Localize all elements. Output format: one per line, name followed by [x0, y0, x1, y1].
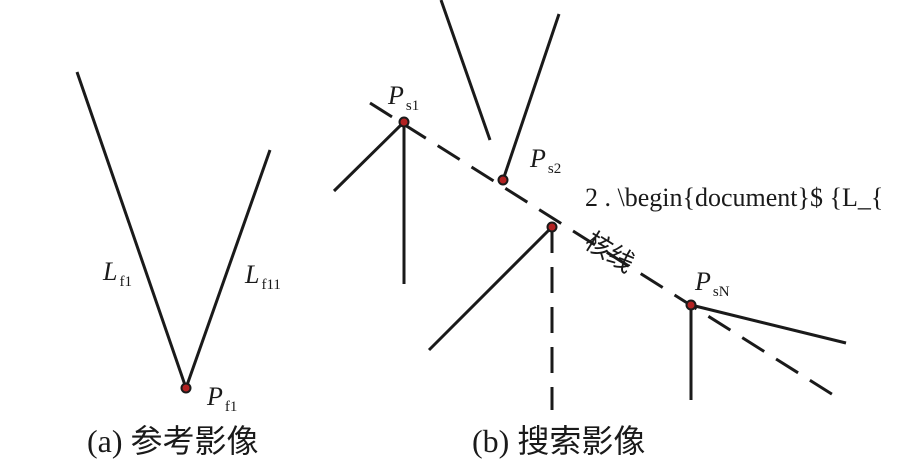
- line-lf1: [75, 71, 188, 389]
- point-pf1: [180, 382, 192, 394]
- line-lf11: [184, 149, 272, 389]
- line-mid-diagonal: [427, 225, 554, 352]
- epipolar-line: [369, 101, 839, 400]
- point-mid: [546, 221, 558, 233]
- latex-artifact-text: 2 . \begin{document}$ {L_{: [585, 183, 883, 212]
- epipolar-label: 核线: [579, 226, 639, 279]
- point-ps2: [497, 174, 509, 186]
- point-psN: [685, 299, 697, 311]
- line-sN-diagonal: [690, 303, 847, 345]
- point-ps1: [398, 116, 410, 128]
- caption-a: (a) 参考影像: [87, 423, 259, 459]
- line-s1-diagonal: [332, 120, 406, 193]
- line-s2-left: [439, 0, 492, 141]
- line-s2-right: [501, 13, 561, 181]
- caption-b: (b) 搜索影像: [472, 423, 645, 459]
